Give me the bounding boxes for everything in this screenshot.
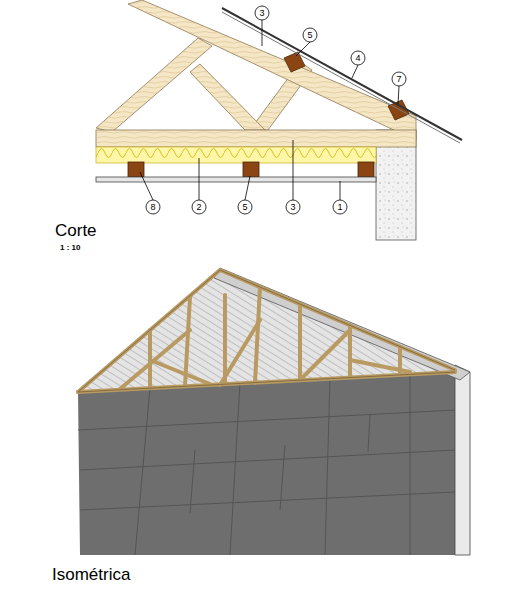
- scale-label: 1 : 10: [60, 244, 80, 252]
- view-title: Corte: [55, 222, 97, 239]
- callout-number: 5: [238, 203, 252, 212]
- callout-number: 3: [286, 203, 300, 212]
- callout-number: 8: [146, 203, 160, 212]
- callout-number: 7: [392, 75, 406, 84]
- callout-number: 1: [333, 203, 347, 212]
- callout-number: 3: [255, 9, 269, 18]
- view-title: Isométrica: [52, 566, 130, 583]
- callout-number: 4: [351, 54, 365, 63]
- callout-number: 2: [192, 203, 206, 212]
- callout-number: 5: [303, 31, 317, 40]
